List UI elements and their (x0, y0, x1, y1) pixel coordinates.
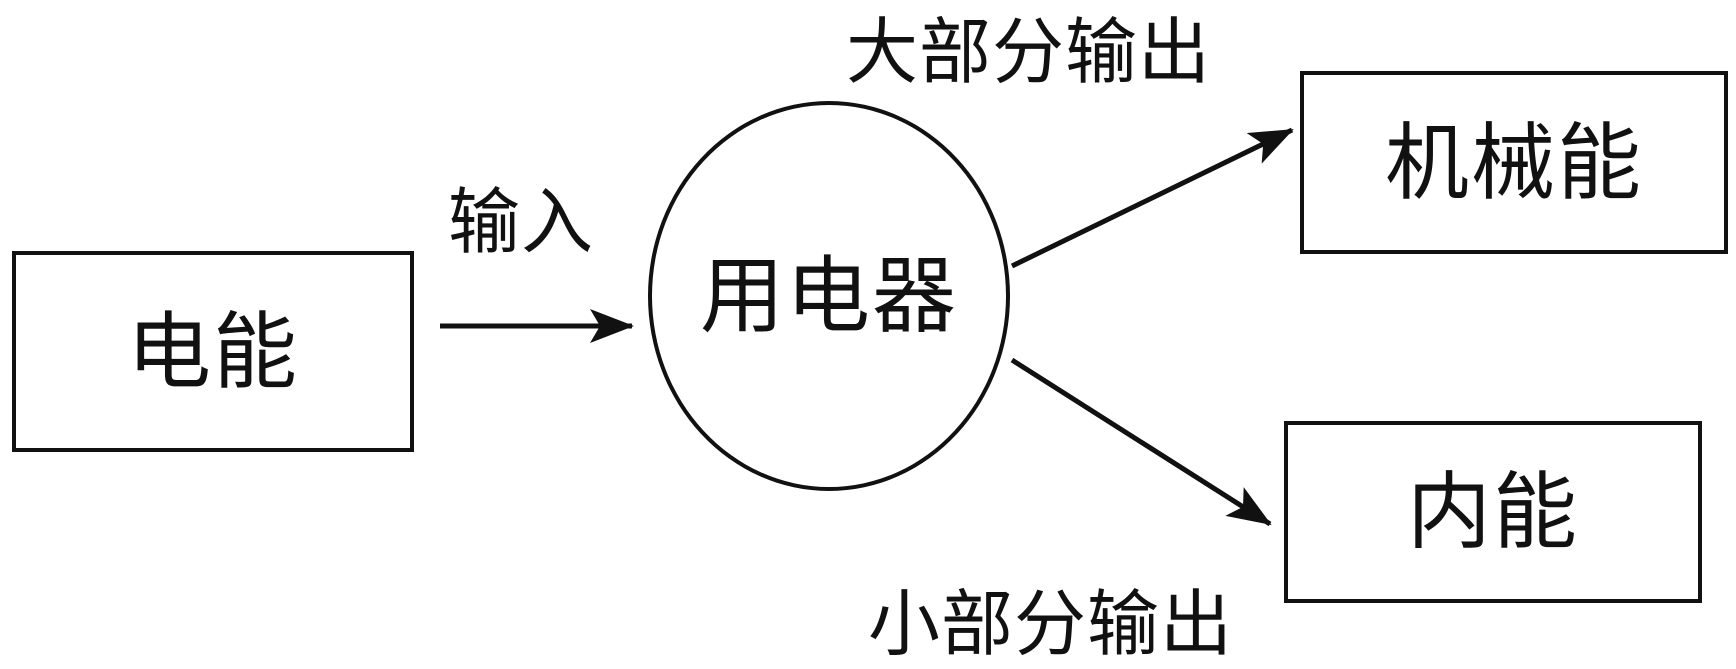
node-electric-energy: 电能 (12, 251, 414, 452)
node-appliance-label: 用电器 (699, 247, 958, 345)
edge-label-major-output: 大部分输出 (846, 10, 1212, 94)
node-mechanical-energy: 机械能 (1300, 71, 1728, 254)
node-electric-energy-label: 电能 (126, 302, 299, 401)
node-mechanical-energy-label: 机械能 (1384, 113, 1643, 212)
node-internal-energy: 内能 (1284, 421, 1702, 603)
node-appliance: 用电器 (648, 101, 1010, 491)
node-internal-energy-label: 内能 (1406, 463, 1579, 561)
arrow-major-output (1010, 127, 1294, 269)
edge-label-minor-output: 小部分输出 (868, 582, 1234, 666)
arrow-minor-output (1010, 357, 1272, 527)
edge-label-input: 输入 (448, 180, 595, 264)
